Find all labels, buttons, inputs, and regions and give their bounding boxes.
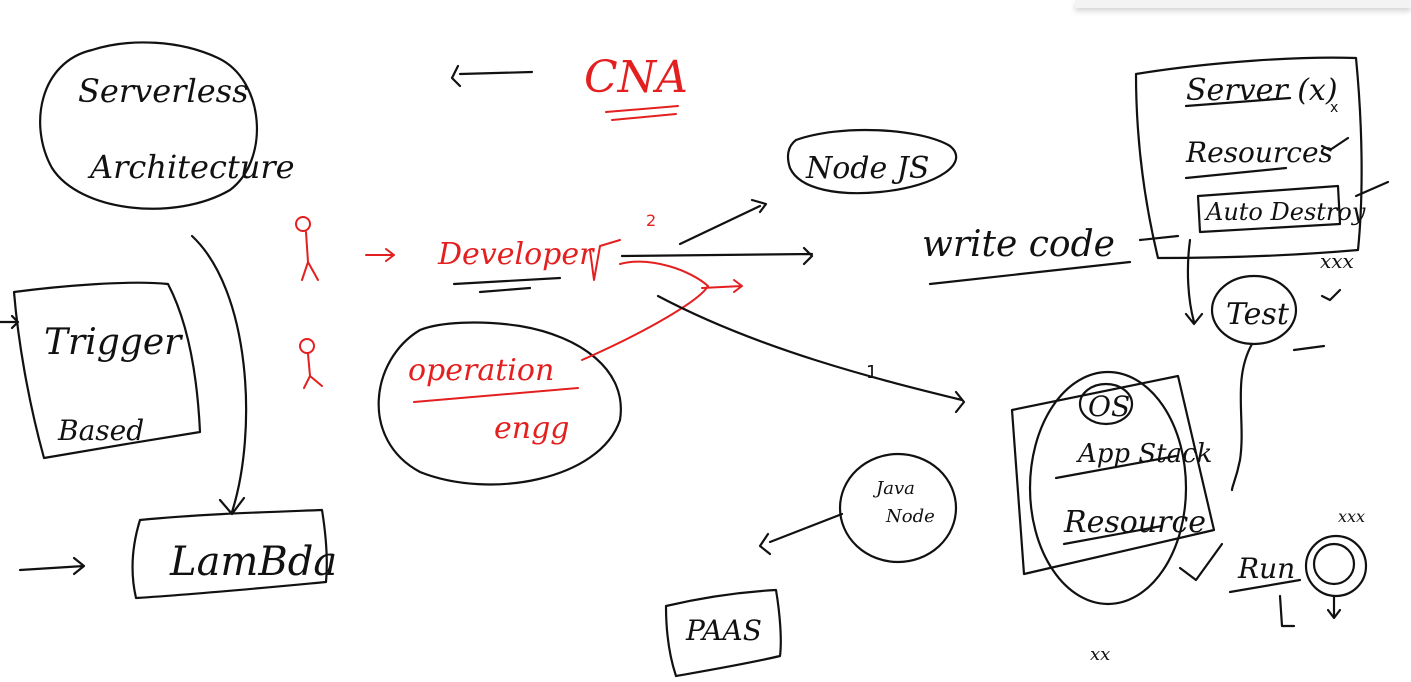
app-stack-label: App Stack — [1076, 439, 1212, 469]
trigger-node: Trigger Based — [0, 281, 202, 460]
serverless-to-lambda-arrow — [190, 234, 248, 516]
nodejs-label: Node JS — [805, 151, 929, 186]
developer-to-writecode-arrow — [620, 246, 814, 266]
developer-label: Developer — [437, 237, 595, 272]
developer-bracket — [589, 239, 621, 281]
developer-to-nodejs-arrow — [678, 198, 768, 246]
mark-xxx-run: xxx — [1338, 507, 1365, 526]
test-to-run-chain — [1230, 342, 1254, 492]
check-mark — [1320, 288, 1342, 302]
node-label: Node — [885, 506, 935, 527]
test-label: Test — [1226, 297, 1290, 332]
operation-node: operation engg — [377, 321, 622, 486]
server-to-test-arrow — [1184, 238, 1204, 326]
mark-x: x — [1330, 100, 1338, 116]
server-label: Server (x) — [1186, 73, 1338, 108]
write-code-underline — [928, 260, 1132, 286]
serverless-node: Serverless Architecture — [39, 41, 295, 210]
java-label: Java — [872, 478, 915, 499]
test-dash — [1292, 344, 1326, 352]
stack-to-run-check — [1178, 542, 1224, 582]
write-code-label: write code — [922, 224, 1115, 265]
figure-arrow — [365, 248, 395, 262]
red-arrow — [701, 279, 743, 293]
java-node: Java Node — [838, 452, 958, 564]
stack-node: OS App Stack Resource — [1010, 370, 1216, 606]
resource-label: Resource — [1063, 505, 1206, 540]
operation-figure — [299, 338, 323, 389]
developer-to-stack-arrow — [656, 294, 966, 414]
paas-node: PAAS — [664, 588, 782, 678]
serverless-label: Serverless — [78, 72, 248, 110]
title-arrow — [450, 64, 534, 88]
writecode-to-server — [1138, 234, 1180, 242]
lambda-node: LamBda — [131, 508, 337, 600]
input-arrow — [18, 556, 86, 576]
based-label: Based — [57, 414, 144, 447]
resources-label: Resources — [1185, 136, 1333, 169]
nodejs-node: Node JS — [786, 128, 958, 195]
server-node: Server (x) x Resources Auto Destroy — [1134, 56, 1390, 260]
window-edge — [1075, 0, 1411, 8]
lambda-label: LamBda — [169, 539, 337, 585]
title-label: CNA — [584, 52, 688, 103]
engg-label: engg — [494, 411, 569, 446]
developer-figure — [295, 216, 319, 281]
run-node: Run — [1228, 534, 1368, 628]
operation-label: operation — [408, 353, 554, 388]
mark-xxx-top: xxx — [1320, 249, 1354, 273]
trigger-label: Trigger — [44, 322, 183, 363]
paas-label: PAAS — [685, 614, 762, 647]
auto-destroy-label: Auto Destroy — [1204, 198, 1366, 226]
mark-xx: xx — [1090, 644, 1110, 665]
os-label: OS — [1088, 390, 1130, 423]
test-node: Test — [1210, 274, 1298, 346]
developer-underline — [452, 276, 562, 294]
run-label: Run — [1237, 552, 1295, 585]
title-underline — [605, 105, 679, 121]
architecture-label: Architecture — [87, 148, 295, 186]
mark-two: 2 — [646, 211, 656, 230]
java-to-paas-link — [758, 512, 844, 556]
mark-one: 1 — [866, 362, 877, 383]
